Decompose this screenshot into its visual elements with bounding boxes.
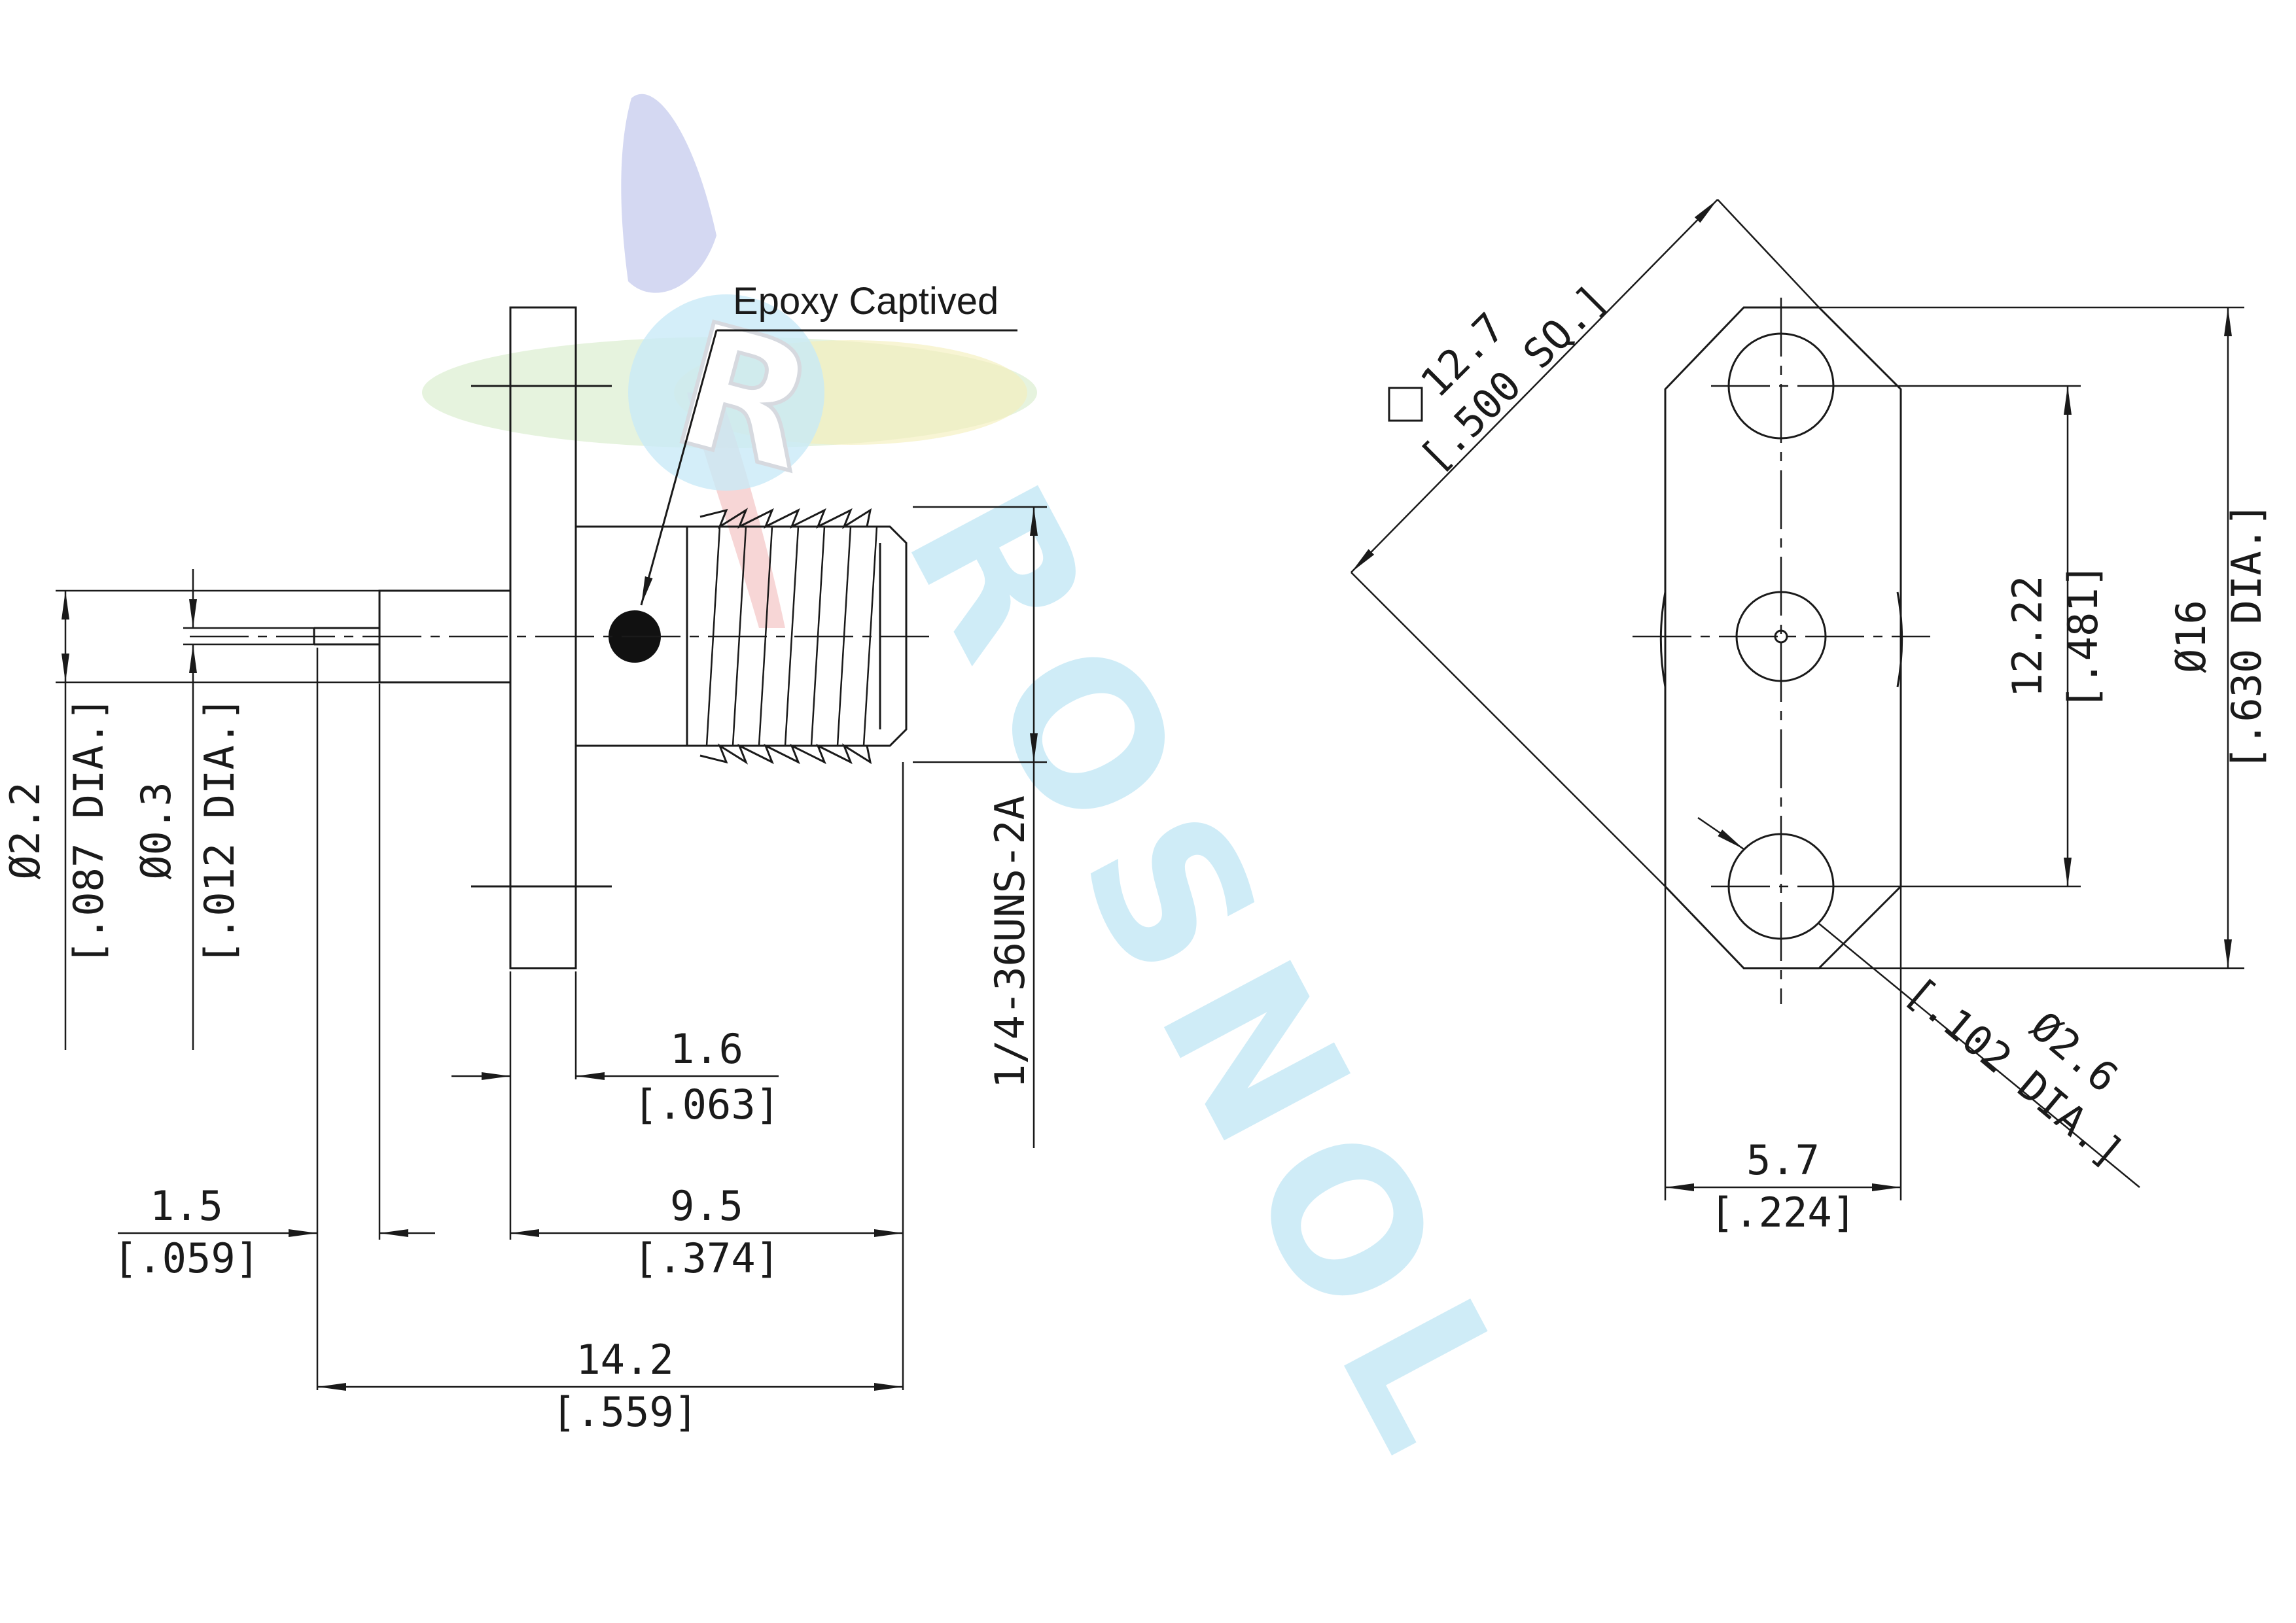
hole-spacing-mm: 12.22 (2004, 576, 2051, 698)
hole-spacing-inch: [.481] (2059, 563, 2107, 710)
pin-dia-mm: Ø2.2 (1, 782, 49, 879)
square-symbol (1388, 387, 1423, 422)
pin-dia-inch: [.087 DIA.] (65, 697, 113, 966)
watermark-text: ROSNOL (862, 451, 1567, 1505)
pin-length-inch: [.059] (113, 1234, 260, 1282)
connector-body (576, 525, 688, 747)
outer-dia-mm: Ø16 (2167, 600, 2215, 673)
overall-length-inch: [.559] (552, 1388, 698, 1436)
outer-dia-inch: [.630 DIA.] (2223, 502, 2270, 771)
body-length-inch: [.374] (633, 1234, 780, 1282)
flange-outline (1664, 306, 1902, 969)
flange-thickness-mm: 1.6 (670, 1025, 743, 1073)
flange-thickness-inch: [.063] (633, 1081, 780, 1128)
contact-dia-inch: [.012 DIA.] (196, 697, 243, 966)
flange-width-inch: [.224] (1710, 1189, 1856, 1236)
overall-length-mm: 14.2 (576, 1336, 673, 1384)
thread-label: 1/4-36UNS-2A (986, 795, 1034, 1089)
contact-dia-mm: Ø0.3 (132, 782, 180, 879)
flange-width-mm: 5.7 (1746, 1136, 1820, 1184)
front-view: 12.7 [.500 SQ.] 12.22 [.481] Ø16 [.630 D… (1351, 199, 2270, 1236)
pin-length-mm: 1.5 (150, 1182, 223, 1230)
side-view: Epoxy Captived Ø2.2 [.087 DIA.] Ø0.3 [.0… (1, 280, 1047, 1436)
body-length-mm: 9.5 (670, 1182, 743, 1230)
epoxy-captived-callout: Epoxy Captived (733, 280, 998, 323)
